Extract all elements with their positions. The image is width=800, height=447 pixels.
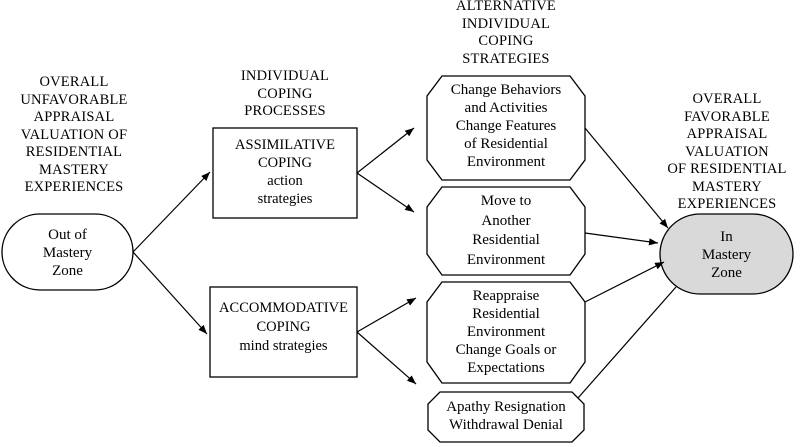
strategy-reappraise-label: Reappraise Residential Environment Chang… (455, 288, 557, 376)
in-mastery-label: In Mastery Zone (701, 229, 752, 281)
arrow-move-to-mastery (584, 232, 659, 246)
arrow-change-to-mastery (584, 127, 669, 229)
arrow-assimilative-to-change (356, 127, 415, 174)
header-unfavorable: OVERALL UNFAVORABLE APPRAISAL VALUATION … (20, 74, 128, 195)
arrow-out-to-accommodative (132, 251, 208, 335)
strategy-reappraise-node (426, 281, 586, 384)
accommodative-coping-box (209, 286, 358, 378)
line-apathy-to-mastery (577, 286, 677, 399)
header-favorable: OVERALL FAVORABLE APPRAISAL VALUATION OF… (667, 91, 787, 212)
assimilative-coping-box (212, 127, 358, 219)
in-mastery-node (659, 213, 794, 295)
accommodative-label: ACCOMMODATIVE COPING mind strategies (219, 300, 348, 354)
strategy-move-node (426, 186, 586, 276)
strategy-apathy-label: Apathy Resignation Withdrawal Denial (446, 399, 566, 433)
strategy-move-label: Move to Another Residential Environment (466, 193, 546, 268)
strategy-change-behaviors-label: Change Behaviors and Activities Change F… (450, 82, 562, 170)
out-of-mastery-label: Out of Mastery Zone (42, 227, 93, 279)
arrow-accommodative-to-reappraise (356, 297, 417, 333)
arrow-accommodative-to-apathy (356, 331, 417, 385)
strategy-change-behaviors-node (426, 75, 586, 181)
arrow-assimilative-to-move (356, 172, 415, 213)
arrow-reappraise-to-mastery (584, 261, 665, 303)
assimilative-label: ASSIMILATIVE COPING action strategies (235, 137, 335, 207)
header-alternative-strategies: ALTERNATIVE INDIVIDUAL COPING STRATEGIES (456, 0, 556, 67)
arrow-out-to-assimilative (132, 171, 211, 253)
header-coping-processes: INDIVIDUAL COPING PROCESSES (240, 68, 330, 119)
strategy-apathy-node (427, 391, 585, 443)
